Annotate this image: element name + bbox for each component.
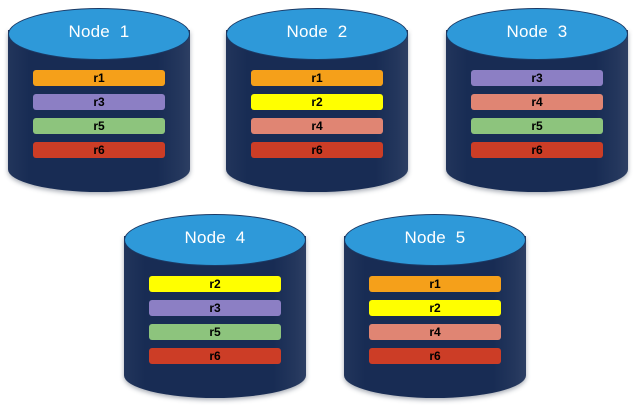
node-body: r3 r4 r5 r6 Node 3 (446, 8, 628, 192)
replica-bar[interactable]: r4 (471, 94, 603, 110)
replica-bar[interactable]: r4 (369, 324, 501, 340)
replica-bar[interactable]: r6 (149, 348, 281, 364)
node-cylinder[interactable]: r1 r3 r5 r6 Node 1 (8, 8, 190, 192)
replica-list: r2 r3 r5 r6 (149, 276, 281, 364)
replica-bar[interactable]: r5 (149, 324, 281, 340)
replica-bar[interactable]: r1 (33, 70, 165, 86)
node-cylinder[interactable]: r2 r3 r5 r6 Node 4 (124, 214, 306, 398)
replica-bar[interactable]: r2 (251, 94, 383, 110)
node-label: Node 1 (68, 22, 130, 41)
node-cylinder[interactable]: r1 r2 r4 r6 Node 2 (226, 8, 408, 192)
node-label: Node 5 (404, 228, 466, 247)
node-body: r1 r3 r5 r6 Node 1 (8, 8, 190, 192)
node-body: r1 r2 r4 r6 Node 5 (344, 214, 526, 398)
node-body: r1 r2 r4 r6 Node 2 (226, 8, 408, 192)
replica-bar[interactable]: r3 (33, 94, 165, 110)
replica-list: r3 r4 r5 r6 (471, 70, 603, 158)
replica-bar[interactable]: r5 (33, 118, 165, 134)
replica-bar[interactable]: r6 (33, 142, 165, 158)
replica-bar[interactable]: r1 (251, 70, 383, 86)
cylinder-top-ellipse (344, 214, 526, 266)
replica-list: r1 r2 r4 r6 (251, 70, 383, 158)
replica-bar[interactable]: r3 (471, 70, 603, 86)
replica-list: r1 r3 r5 r6 (33, 70, 165, 158)
node-cylinder[interactable]: r1 r2 r4 r6 Node 5 (344, 214, 526, 398)
cylinder-top-ellipse (446, 8, 628, 60)
node-cylinder[interactable]: r3 r4 r5 r6 Node 3 (446, 8, 628, 192)
replica-bar[interactable]: r3 (149, 300, 281, 316)
node-label: Node 4 (184, 228, 246, 247)
replica-bar[interactable]: r5 (471, 118, 603, 134)
replica-bar[interactable]: r6 (471, 142, 603, 158)
replica-list: r1 r2 r4 r6 (369, 276, 501, 364)
replica-bar[interactable]: r4 (251, 118, 383, 134)
node-label: Node 2 (286, 22, 348, 41)
replica-bar[interactable]: r6 (369, 348, 501, 364)
replica-bar[interactable]: r2 (369, 300, 501, 316)
replica-bar[interactable]: r1 (369, 276, 501, 292)
replica-bar[interactable]: r6 (251, 142, 383, 158)
cylinder-top-ellipse (226, 8, 408, 60)
replica-bar[interactable]: r2 (149, 276, 281, 292)
cylinder-top-ellipse (8, 8, 190, 60)
cylinder-top-ellipse (124, 214, 306, 266)
node-label: Node 3 (506, 22, 568, 41)
node-body: r2 r3 r5 r6 Node 4 (124, 214, 306, 398)
